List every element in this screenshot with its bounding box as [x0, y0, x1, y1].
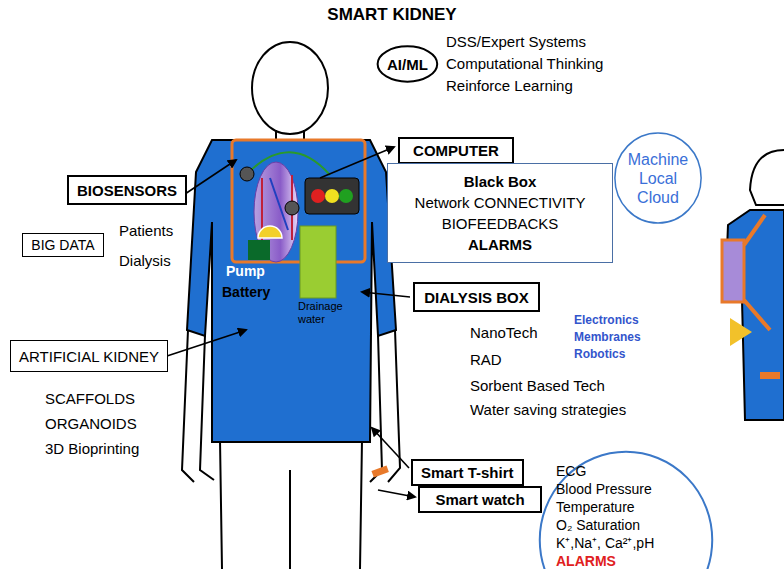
node-text: BIOSENSORS [77, 182, 177, 199]
annotation-label: Reinforce Learning [446, 77, 573, 94]
deployment-ellipse: Machine Local Cloud [614, 132, 702, 224]
dialysis-box: DIALYSIS BOX [413, 282, 540, 312]
annotation-label: Water saving strategies [470, 401, 626, 418]
annotation-label: RAD [470, 351, 502, 368]
annotation-label: Electronics [574, 314, 639, 328]
smart-tshirt-box: Smart T-shirt [411, 459, 524, 486]
node-text: ALARMS [556, 552, 616, 569]
big-data-box: BIG DATA [22, 233, 104, 257]
node-text: Blood Pressure [556, 480, 652, 498]
annotation-label: Battery [222, 284, 270, 300]
side-figure [722, 150, 784, 420]
annotation-label: Drainage water [298, 300, 342, 325]
annotation-label: NanoTech [470, 324, 538, 341]
annotation-label: SCAFFOLDS [45, 390, 135, 407]
node-text: ARTIFICIAL KIDNEY [19, 348, 159, 365]
node-text: K⁺,Na⁺, Ca²⁺,pH [556, 534, 654, 552]
computer-box: COMPUTER [398, 137, 514, 164]
node-text: Smart T-shirt [421, 464, 514, 481]
annotation-label: Dialysis [119, 252, 171, 269]
node-text: O₂ Saturation [556, 516, 640, 534]
leader-arrows [167, 147, 415, 497]
node-text: Black Box [464, 171, 537, 192]
annotation-label: DSS/Expert Systems [446, 33, 586, 50]
node-text: ALARMS [468, 234, 532, 255]
human-figure [182, 42, 400, 569]
annotation-label: Pump [226, 263, 265, 279]
node-text: BIOFEEDBACKS [442, 213, 559, 234]
smart-watch-box: Smart watch [418, 486, 542, 513]
annotation-label: Membranes [574, 331, 641, 345]
artificial-kidney-box: ARTIFICIAL KIDNEY [10, 340, 168, 372]
node-text: Network CONNECTIVITY [415, 192, 586, 213]
node-text: Temperature [556, 498, 635, 516]
annotation-label: Sorbent Based Tech [470, 377, 605, 394]
node-text: COMPUTER [413, 142, 499, 159]
annotation-label: 3D Bioprinting [45, 440, 139, 457]
biosensors-box: BIOSENSORS [67, 175, 187, 205]
annotation-label: Computational Thinking [446, 55, 603, 72]
vital-signs-circle: ECGBlood PressureTemperatureO₂ Saturatio… [538, 450, 714, 569]
ai-ml-ellipse: AI/ML [377, 46, 438, 82]
diagram-title: SMART KIDNEY [0, 5, 784, 25]
node-text: DIALYSIS BOX [424, 289, 528, 306]
annotation-label: Robotics [574, 348, 625, 362]
node-text: BIG DATA [31, 237, 94, 253]
node-text: ECG [556, 462, 586, 480]
node-text: AI/ML [387, 56, 428, 73]
annotation-label: Patients [119, 222, 173, 239]
node-text: Smart watch [435, 491, 524, 508]
annotation-label: ORGANOIDS [45, 415, 137, 432]
node-text: Machine Local Cloud [625, 150, 691, 207]
computer-features-box: Black BoxNetwork CONNECTIVITYBIOFEEDBACK… [387, 163, 613, 263]
